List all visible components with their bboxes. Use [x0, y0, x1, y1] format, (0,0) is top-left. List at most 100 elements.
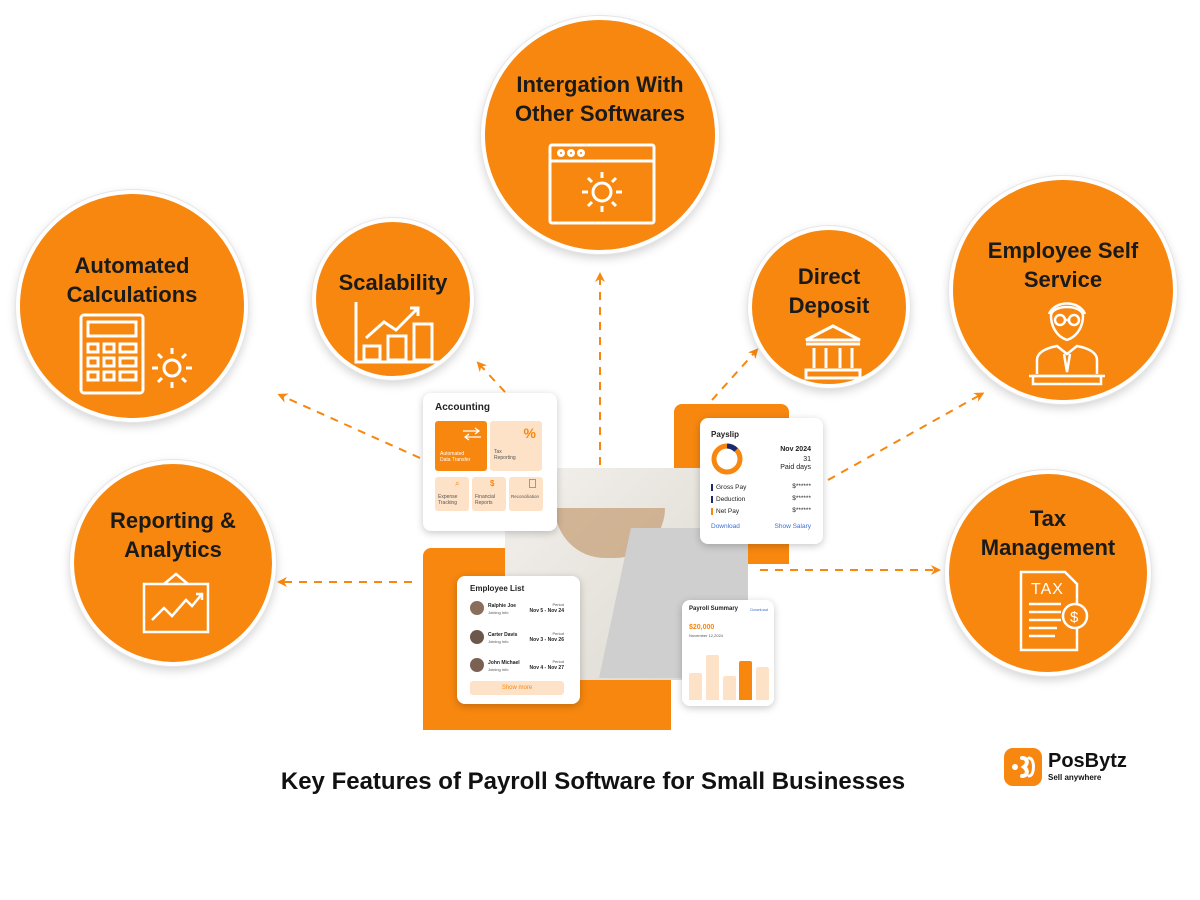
arrow-self-service	[827, 392, 985, 481]
feature-title: Scalability	[338, 270, 448, 295]
employee-role: Joining Info	[488, 667, 509, 672]
row-marker	[711, 484, 713, 491]
payroll-date: November 12,2024	[689, 633, 724, 638]
employee-role: Joining Info	[488, 610, 509, 615]
period-label: Period	[552, 659, 564, 664]
accounting-tile-financial[interactable]: $ Financial Reports	[472, 477, 506, 511]
feature-title: Tax Management	[949, 504, 1147, 562]
employee-period: Nov 3 - Nov 26	[529, 637, 564, 643]
payslip-days: 31	[803, 456, 811, 463]
payroll-amount: $20,000	[689, 624, 715, 631]
title-line: Tax	[1029, 506, 1067, 531]
feature-scalability[interactable]: Scalability	[312, 218, 474, 380]
show-more-button[interactable]: Show more	[470, 681, 564, 695]
payroll-download-link[interactable]: Download	[750, 607, 768, 612]
title-line: Calculations	[66, 282, 198, 307]
accounting-tile-reconciliation[interactable]: Reconciliation	[509, 477, 543, 511]
feature-title: Reporting & Analytics	[74, 506, 272, 564]
period-label: Period	[552, 631, 564, 636]
payroll-bar	[756, 667, 769, 700]
payroll-bar	[689, 673, 702, 700]
payroll-bar	[723, 676, 736, 700]
payroll-bar	[706, 655, 719, 700]
accounting-title: Accounting	[435, 402, 490, 413]
feature-tax-management[interactable]: Tax Management TAX $	[945, 470, 1151, 676]
download-link[interactable]: Download	[711, 523, 740, 530]
title-line: Deposit	[788, 293, 870, 318]
accounting-tile-transfer[interactable]: Automated Data Transfer	[435, 421, 487, 471]
feature-direct-deposit[interactable]: Direct Deposit	[748, 226, 910, 388]
employee-period: Nov 4 - Nov 27	[529, 665, 564, 671]
svg-text:TAX: TAX	[1031, 581, 1064, 598]
arrow-automated	[277, 393, 421, 459]
feature-integration[interactable]: Intergation With Other Softwares	[481, 16, 719, 254]
row-marker	[711, 496, 713, 503]
tile-sub: Data Transfer	[440, 457, 471, 463]
payslip-card: Payslip Nov 2024 31 Paid days Gross Pay …	[700, 418, 823, 544]
avatar	[470, 630, 484, 644]
bank-icon	[804, 324, 862, 380]
payslip-month: Nov 2024	[780, 446, 811, 453]
row-label: Net Pay	[716, 508, 740, 515]
feature-title: Automated Calculations	[20, 251, 244, 309]
row-marker	[711, 508, 713, 515]
payslip-title: Payslip	[711, 430, 740, 439]
accounting-tile-tax[interactable]: % Tax Reporting	[490, 421, 542, 471]
feature-employee-self-service[interactable]: Employee Self Service	[949, 176, 1177, 404]
row-label: Deduction	[716, 496, 746, 503]
title-line: Automated	[74, 253, 190, 278]
row-value: $******	[792, 495, 811, 502]
payroll-summary-card: Payroll Summary Download $20,000 Novembe…	[682, 600, 774, 706]
employee-name: Ralphie Joe	[488, 603, 517, 609]
tile-label: Expense	[438, 494, 458, 500]
logo-tagline: Sell anywhere	[1048, 773, 1102, 782]
title-line: Direct	[797, 264, 861, 289]
avatar	[470, 658, 484, 672]
title-line: Reporting &	[110, 508, 236, 533]
title-line: Intergation With	[516, 72, 684, 97]
title-line: Service	[1023, 267, 1103, 292]
payslip-donut	[711, 443, 743, 475]
caption: Key Features of Payroll Software for Sma…	[280, 768, 906, 795]
svg-text:$: $	[1070, 609, 1079, 626]
payroll-bars	[689, 640, 769, 700]
row-value: $******	[792, 507, 811, 514]
calculator-gear-icon	[79, 313, 192, 395]
logo-mark-icon	[1012, 756, 1035, 778]
arrow-direct-deposit	[711, 348, 759, 401]
accounting-card: Accounting Automated Data Transfer % Tax…	[423, 393, 557, 531]
row-label: Gross Pay	[716, 484, 747, 491]
accounting-tile-expense[interactable]: ⌕ Expense Tracking	[435, 477, 469, 511]
tile-label: Automated	[440, 451, 465, 457]
feature-automated-calculations[interactable]: Automated Calculations	[16, 190, 248, 422]
employee-icon	[1029, 302, 1105, 386]
period-label: Period	[552, 602, 564, 607]
posbytz-logo-icon[interactable]	[1004, 748, 1042, 786]
payslip-days-label: Paid days	[780, 464, 811, 471]
title-line: Employee Self	[987, 238, 1139, 263]
presentation-chart-icon	[142, 572, 210, 634]
employee-list-title: Employee List	[470, 584, 525, 593]
title-line: Management	[980, 535, 1116, 560]
arrow-scalability	[476, 361, 506, 393]
browser-settings-icon	[548, 143, 656, 225]
employee-period: Nov 5 - Nov 24	[529, 608, 564, 614]
search-icon: ⌕	[455, 479, 460, 488]
payroll-summary-title: Payroll Summary	[689, 606, 739, 612]
title-line: Other Softwares	[515, 101, 685, 126]
feature-reporting-analytics[interactable]: Reporting & Analytics	[70, 460, 276, 666]
tile-sub: Reports	[475, 500, 493, 506]
feature-title: Direct Deposit	[752, 262, 906, 320]
tile-label: Tax	[494, 449, 502, 455]
percent-icon: %	[523, 425, 536, 441]
feature-title: Intergation With Other Softwares	[485, 70, 715, 128]
growth-chart-icon	[354, 302, 440, 364]
row-value: $******	[792, 483, 811, 490]
logo-name: PosBytz	[1048, 750, 1127, 772]
show-salary-link[interactable]: Show Salary	[774, 523, 812, 530]
tile-label: Financial	[475, 494, 496, 500]
tile-sub: Reporting	[494, 455, 516, 461]
employee-name: Carter Davis	[488, 632, 518, 638]
document-icon	[529, 479, 536, 488]
